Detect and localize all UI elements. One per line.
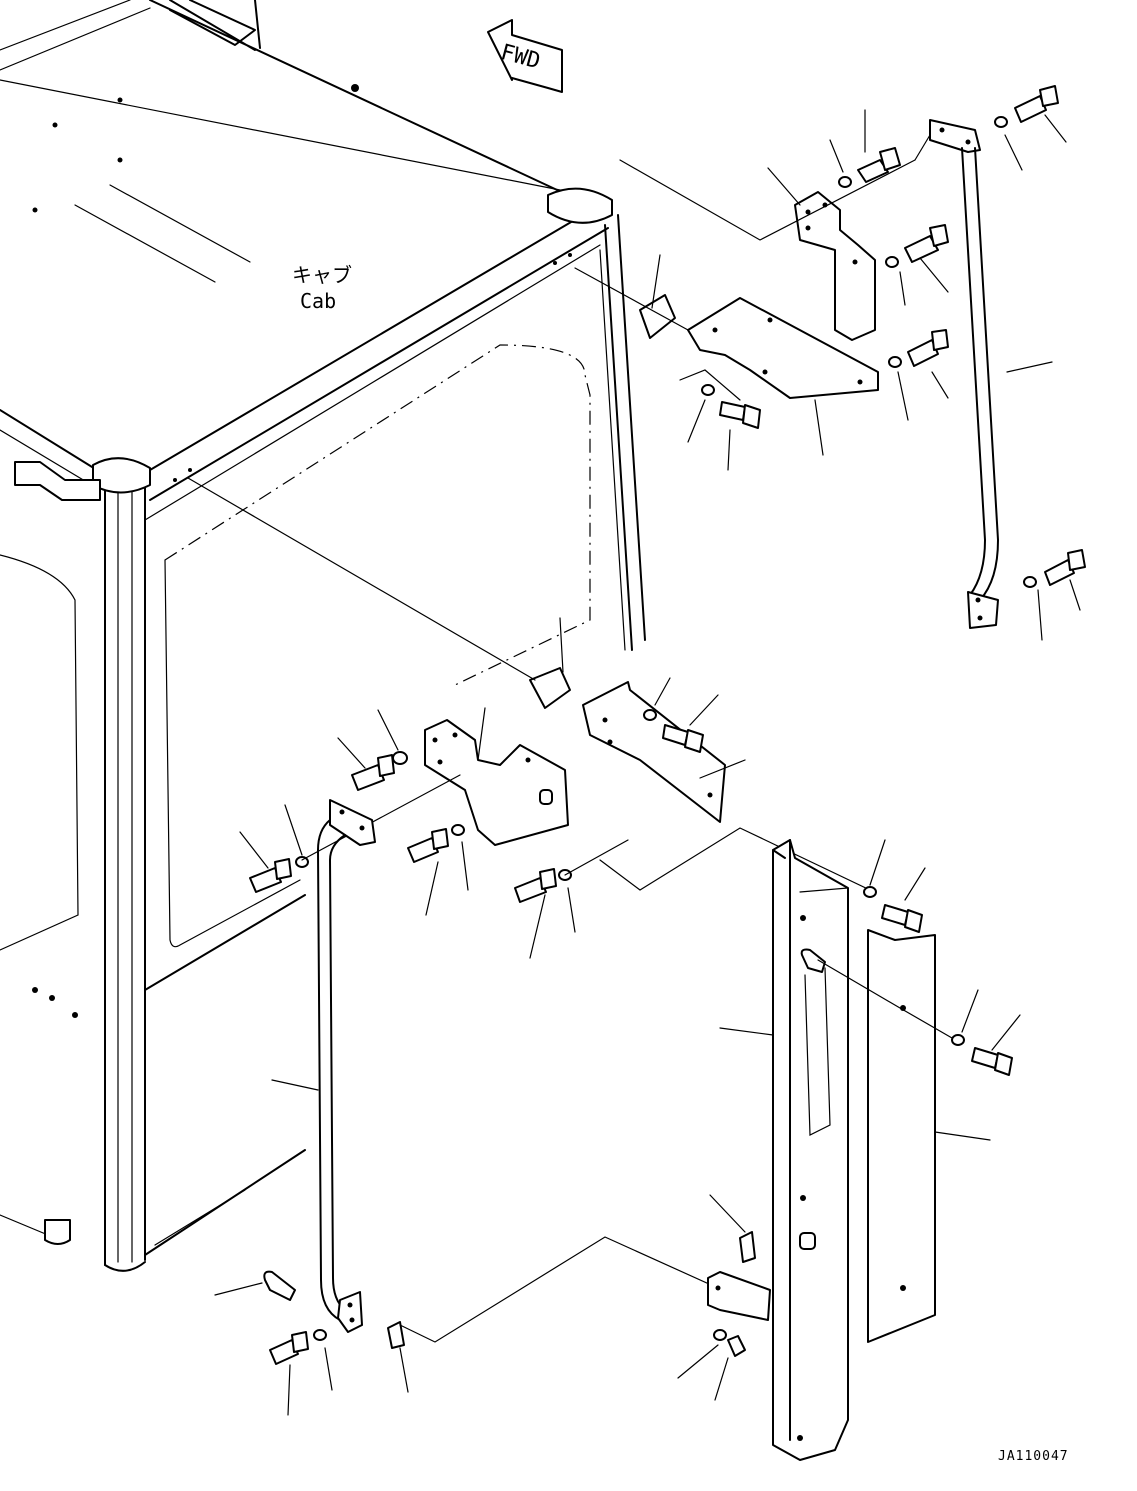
drawing-code: JA110047 [998, 1449, 1069, 1464]
cab-label-japanese: キャブ [292, 263, 352, 287]
forward-direction-arrow: FWD [487, 19, 563, 93]
cab-structure [0, 0, 646, 1272]
upper-guard-rod [914, 85, 1086, 641]
upper-mounting-bracket-set [574, 109, 949, 471]
middle-mounting-bracket-set [187, 477, 871, 959]
lower-guard-rod [214, 799, 741, 1416]
cab-label-english: Cab [300, 289, 336, 313]
vertical-channel-assembly [677, 839, 1021, 1461]
